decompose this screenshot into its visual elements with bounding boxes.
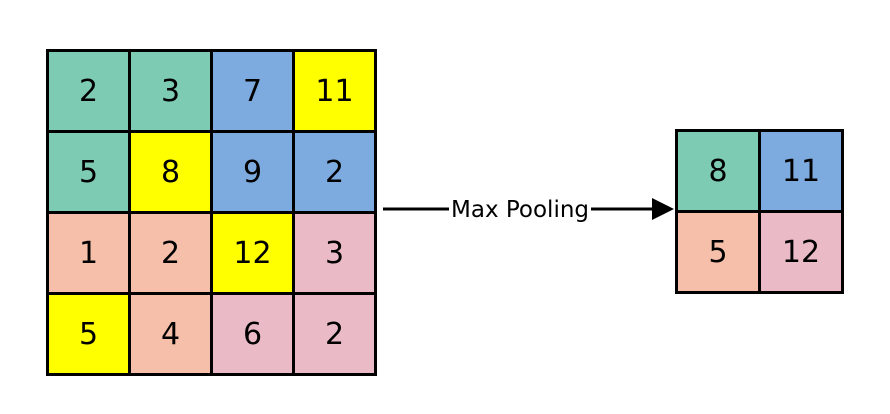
input-grid-cell: 6 — [213, 295, 292, 373]
output-grid-cell: 8 — [678, 132, 758, 210]
output-grid-cell: 5 — [678, 213, 758, 291]
input-grid-cell: 2 — [295, 295, 374, 373]
arrow-label: Max Pooling — [449, 196, 592, 224]
input-grid-cell: 2 — [295, 133, 374, 211]
input-grid-cell: 3 — [131, 52, 210, 130]
arrow-head — [652, 198, 674, 220]
output-grid-cell: 12 — [761, 213, 841, 291]
input-grid-cell: 5 — [49, 295, 128, 373]
input-grid-cell: 3 — [295, 214, 374, 292]
input-grid-cell: 5 — [49, 133, 128, 211]
input-grid-cell: 2 — [49, 52, 128, 130]
output-grid-cell: 11 — [761, 132, 841, 210]
input-grid-cell: 4 — [131, 295, 210, 373]
input-grid-cell: 1 — [49, 214, 128, 292]
input-grid-cell: 2 — [131, 214, 210, 292]
input-grid-cell: 12 — [213, 214, 292, 292]
input-grid-cell: 9 — [213, 133, 292, 211]
input-grid-cell: 7 — [213, 52, 292, 130]
input-grid-cell: 11 — [295, 52, 374, 130]
input-grid-cell: 8 — [131, 133, 210, 211]
